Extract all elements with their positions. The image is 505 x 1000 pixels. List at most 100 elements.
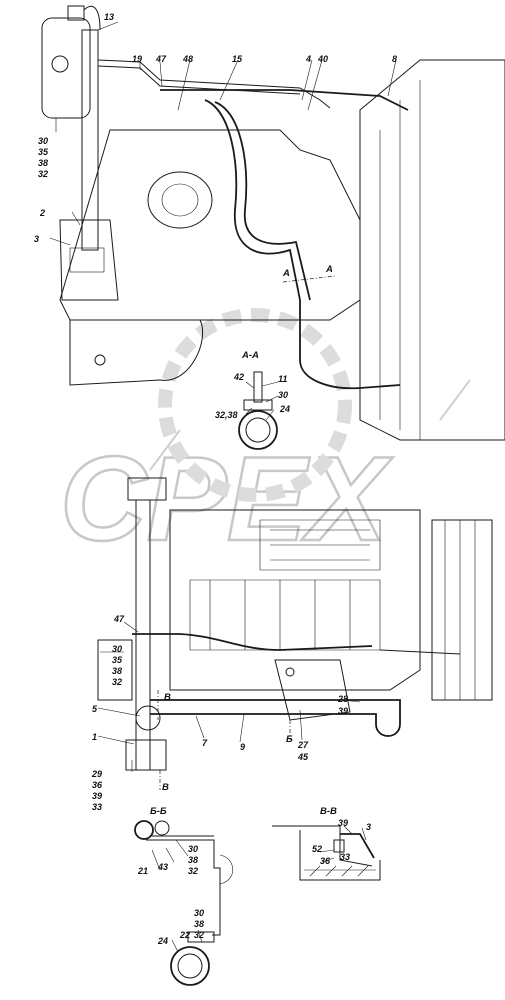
bb-callout-38-a: 38 xyxy=(188,855,198,865)
callout-30-front: 30 xyxy=(112,644,122,654)
bb-lower-pipe-inner xyxy=(177,953,203,979)
cut-a-right: А xyxy=(325,264,333,275)
vv-callout-36: 36 xyxy=(320,856,331,866)
vent-hose-top xyxy=(83,5,101,31)
callout-32-front: 32 xyxy=(112,677,122,687)
callout-28: 28 xyxy=(337,694,348,704)
callout-39-front: 39 xyxy=(338,706,348,716)
callout-38-front: 38 xyxy=(112,666,122,676)
bb-frame-hatch xyxy=(219,854,234,885)
front-radiator-fins xyxy=(444,520,476,700)
leaders-top xyxy=(49,59,397,246)
callout-38-top: 38 xyxy=(38,158,48,168)
section-vv-title: В-В xyxy=(320,806,337,817)
expansion-tank xyxy=(41,17,91,119)
callout-47-top: 47 xyxy=(155,54,167,64)
bb-upper-pipe-b xyxy=(154,820,170,836)
bb-callout-32-a: 32 xyxy=(188,866,198,876)
callout-47-front: 47 xyxy=(113,614,125,624)
bb-callout-22: 22 xyxy=(179,930,190,940)
radiator-top xyxy=(359,59,505,441)
tank-cap xyxy=(51,55,69,73)
section-aa: А-А 42 11 30 32,38 24 xyxy=(215,350,290,450)
front-expansion-tank xyxy=(97,639,133,701)
bracket-label-plate xyxy=(69,247,105,273)
callout-45: 45 xyxy=(297,752,309,762)
callout-8: 8 xyxy=(392,54,397,64)
bb-callout-38-b: 38 xyxy=(194,919,204,929)
callout-35-top: 35 xyxy=(38,147,49,157)
vv-bolt xyxy=(333,839,345,853)
callout-32-top: 32 xyxy=(38,169,48,179)
front-support-bracket xyxy=(274,659,351,721)
cut-a-left: А xyxy=(282,268,290,279)
callout-33-front: 33 xyxy=(92,802,102,812)
watermark-gear-ring xyxy=(158,308,352,502)
callout-36-front: 36 xyxy=(92,780,103,790)
aa-pipe-inner xyxy=(245,417,271,443)
leader-13 xyxy=(97,21,119,31)
alternator-pulley xyxy=(161,183,199,217)
bb-leaders xyxy=(151,839,203,953)
front-view: В В Б 47 30 35 38 32 5 1 7 9 27 45 28 39… xyxy=(91,477,493,812)
injection-lines xyxy=(270,529,370,561)
front-pipe-8 xyxy=(379,649,461,655)
section-vv: В-В 39 3 52 36 33 xyxy=(272,806,381,881)
watermark-logo: CPEX xyxy=(60,432,394,566)
watermark: CPEX xyxy=(59,308,471,567)
lower-bracket xyxy=(59,219,119,301)
vv-callout-3: 3 xyxy=(366,822,371,832)
vv-callout-52: 52 xyxy=(312,844,322,854)
cut-v-2: В xyxy=(162,782,169,793)
tank-neck xyxy=(67,5,85,21)
cut-b-1: Б xyxy=(286,734,293,745)
radiator-fins-top xyxy=(379,80,421,440)
bb-callout-43: 43 xyxy=(157,862,168,872)
vv-bracket xyxy=(340,833,375,859)
callout-2: 2 xyxy=(39,208,45,218)
alternator xyxy=(147,171,213,229)
callout-30-top: 30 xyxy=(38,136,48,146)
aa-callout-32-38: 32,38 xyxy=(215,410,238,420)
aa-pipe-outer xyxy=(238,410,278,450)
callout-48: 48 xyxy=(182,54,193,64)
aa-leaders xyxy=(245,381,279,421)
vv-callout-33: 33 xyxy=(340,852,350,862)
aa-bracket xyxy=(253,371,263,403)
front-upper-hose xyxy=(132,633,373,651)
bb-lower-pipe-outer xyxy=(170,946,210,986)
engine-sump xyxy=(69,319,204,386)
aa-callout-42: 42 xyxy=(233,372,244,382)
aa-callout-30: 30 xyxy=(278,390,288,400)
front-lower-bracket xyxy=(125,739,167,771)
callout-4: 4 xyxy=(305,54,311,64)
section-aa-title: А-А xyxy=(241,350,259,361)
leaders-front xyxy=(97,621,361,772)
vv-frame-body xyxy=(299,830,381,881)
pipe-19 xyxy=(97,59,331,109)
lower-pipe xyxy=(299,300,401,390)
bb-lower-clamp xyxy=(187,931,215,943)
front-injection-pump xyxy=(259,519,381,571)
top-view: А А 13 19 47 48 15 4 40 8 30 35 38 32 2 … xyxy=(34,5,505,441)
aa-callout-11: 11 xyxy=(278,374,287,384)
engine-block-top xyxy=(59,129,361,321)
bb-callout-32-b: 32 xyxy=(194,930,204,940)
bb-bracket xyxy=(146,839,221,936)
front-coolant-pipe xyxy=(150,699,401,737)
callout-5: 5 xyxy=(92,704,98,714)
section-bb-title: Б-Б xyxy=(150,806,167,817)
callout-39-lower: 39 xyxy=(92,791,102,801)
front-radiator xyxy=(431,519,493,701)
callout-19: 19 xyxy=(132,54,142,64)
vv-leaders xyxy=(319,825,367,863)
callout-3-top: 3 xyxy=(34,234,39,244)
front-cylinder-divisions xyxy=(209,580,351,650)
callout-35-front: 35 xyxy=(112,655,123,665)
vv-frame-hatch xyxy=(304,865,376,877)
watermark-gear xyxy=(149,379,471,471)
front-tank-cap xyxy=(135,705,161,731)
callout-9: 9 xyxy=(240,742,245,752)
